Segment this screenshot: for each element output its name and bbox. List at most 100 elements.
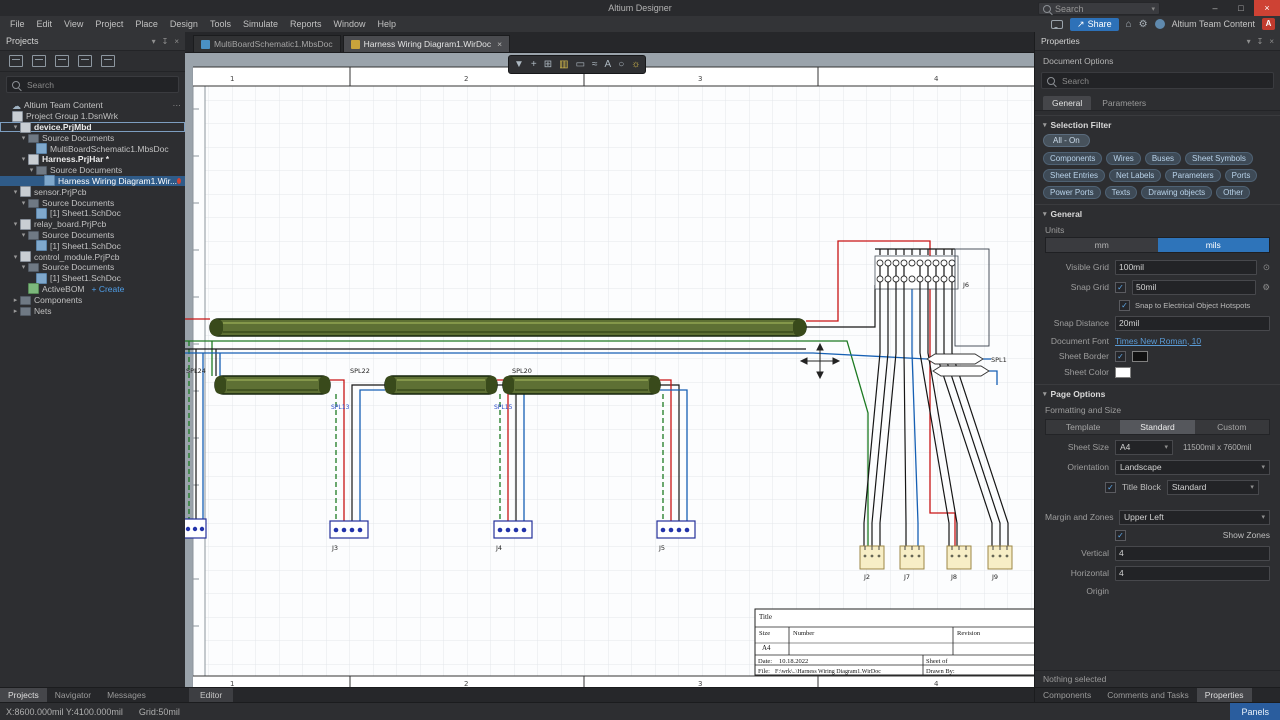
filter-buses[interactable]: Buses [1144, 152, 1182, 165]
panel-settings-icon[interactable] [101, 55, 115, 67]
format-tab-standard[interactable]: Standard [1120, 420, 1195, 434]
tree-item-source-documents[interactable]: ▾Source Documents [0, 165, 185, 176]
pin-icon[interactable]: ↧ [1256, 36, 1264, 46]
units-mils[interactable]: mils [1157, 238, 1269, 252]
sheet-border-color-swatch[interactable] [1132, 350, 1148, 362]
close-icon[interactable]: × [174, 36, 179, 46]
close-button[interactable]: × [1254, 0, 1280, 16]
expander-icon[interactable]: ▾ [13, 123, 18, 131]
filter-sheet-symbols[interactable]: Sheet Symbols [1185, 152, 1253, 165]
orientation-select[interactable]: Landscape ▾ [1115, 459, 1270, 475]
tree-item-source-documents[interactable]: ▾Source Documents [0, 197, 185, 208]
tree-item-harness-wiring-diagram[interactable]: Harness Wiring Diagram1.Wir... [0, 175, 185, 187]
harness-bundle-main[interactable] [209, 318, 807, 337]
filter-components[interactable]: Components [1043, 152, 1103, 165]
tree-item-altium-team-content[interactable]: ☁Altium Team Content··· [12, 100, 181, 111]
expander-icon[interactable]: ▾ [21, 156, 26, 164]
connector-j6[interactable]: J6 [874, 248, 990, 347]
visible-grid-input[interactable] [1115, 259, 1257, 275]
tree-item-project-group[interactable]: Project Group 1.DsnWrk [0, 110, 185, 122]
title-block[interactable]: Title Size A4 Number Revision Date: 10.1… [754, 608, 1035, 676]
refresh-icon[interactable] [55, 55, 69, 67]
show-zones-checkbox[interactable]: ✓ [1115, 529, 1126, 541]
account-label[interactable]: Altium Team Content [1171, 19, 1255, 29]
page-options-header[interactable]: ▾ Page Options [1035, 384, 1280, 402]
tree-item-sheet1-schdoc[interactable]: [1] Sheet1.SchDoc [0, 272, 185, 284]
expander-icon[interactable]: ▸ [13, 296, 18, 304]
highlight-icon[interactable]: ☼ [631, 59, 641, 70]
filter-icon[interactable]: ▼ [514, 59, 524, 70]
tree-item-harness-prjhar[interactable]: ▾Harness.PrjHar * [0, 153, 185, 165]
chevron-down-icon[interactable]: ▾ [1151, 5, 1155, 13]
connector-j7[interactable]: J7 [899, 545, 925, 581]
snap-grid-input[interactable] [1132, 279, 1257, 295]
chevron-down-icon[interactable]: ▾ [1246, 36, 1251, 46]
title-block-select[interactable]: Standard ▾ [1166, 479, 1259, 495]
expander-icon[interactable]: ▾ [21, 199, 26, 207]
tree-item-components[interactable]: ▸Components [0, 294, 185, 305]
general-section-header[interactable]: ▾ General [1035, 204, 1280, 222]
chevron-down-icon[interactable]: ▾ [151, 36, 156, 46]
menu-place[interactable]: Place [135, 19, 158, 29]
properties-search-input[interactable] [1060, 74, 1268, 87]
tab-messages[interactable]: Messages [107, 690, 146, 700]
text-icon[interactable]: A [604, 59, 612, 70]
move-icon[interactable]: + [530, 59, 537, 70]
tree-item-relay-board-prjpcb[interactable]: ▾relay_board.PrjPcb [0, 218, 185, 230]
grid-settings-icon[interactable]: ⚙ [1262, 281, 1270, 292]
expander-icon[interactable]: ▾ [13, 253, 18, 261]
home-icon[interactable]: ⌂ [1125, 18, 1132, 30]
filter-ports[interactable]: Ports [1224, 169, 1258, 182]
editor-mode-tab[interactable]: Editor [189, 688, 234, 703]
tree-item-nets[interactable]: ▸Nets [0, 305, 185, 316]
menu-simulate[interactable]: Simulate [242, 19, 278, 29]
minimize-button[interactable]: – [1212, 3, 1218, 13]
menu-project[interactable]: Project [95, 19, 124, 29]
snap-grid-checkbox[interactable]: ✓ [1115, 281, 1126, 293]
menu-tools[interactable]: Tools [209, 19, 231, 29]
maximize-button[interactable]: □ [1238, 3, 1244, 13]
panels-button[interactable]: Panels [1230, 703, 1280, 720]
expander-icon[interactable]: ▾ [21, 264, 26, 272]
tree-item-source-documents[interactable]: ▾Source Documents [0, 132, 185, 143]
filter-parameters[interactable]: Parameters [1165, 169, 1221, 182]
filter-other[interactable]: Other [1216, 186, 1251, 199]
menu-file[interactable]: File [10, 19, 25, 29]
connector-left-partial[interactable] [185, 518, 207, 539]
projects-search[interactable] [6, 76, 179, 93]
close-tab-icon[interactable]: × [497, 39, 503, 49]
tree-item-multiboardschematic[interactable]: MultiBoardSchematic1.MbsDoc [0, 143, 185, 155]
lasso-icon[interactable]: ○ [618, 59, 625, 70]
tab-navigator[interactable]: Navigator [54, 690, 92, 700]
close-icon[interactable]: × [1269, 36, 1274, 46]
visible-grid-eye-icon[interactable]: ⊙ [1262, 261, 1270, 272]
margin-zones-select[interactable]: Upper Left ▾ [1119, 509, 1270, 525]
expander-icon[interactable]: ▾ [29, 167, 34, 175]
filter-sheet-entries[interactable]: Sheet Entries [1043, 169, 1106, 182]
tree-item-activebom[interactable]: ActiveBOM+ Create [0, 283, 185, 295]
connector-j2[interactable]: J2 [859, 545, 885, 581]
account-avatar[interactable] [1154, 19, 1165, 29]
filter-wires[interactable]: Wires [1106, 152, 1141, 165]
menu-window[interactable]: Window [333, 19, 366, 29]
all-on-button[interactable]: All - On [1043, 134, 1090, 147]
splice-spl1[interactable]: SPL1 [926, 353, 1007, 377]
connector-j4[interactable]: J4 [493, 520, 533, 552]
expander-icon[interactable]: ▾ [21, 231, 26, 239]
open-folder-icon[interactable] [78, 55, 92, 67]
tree-item-sensor-prjpcb[interactable]: ▾sensor.PrjPcb [0, 186, 185, 198]
horizontal-input[interactable] [1115, 565, 1270, 581]
menu-help[interactable]: Help [377, 19, 397, 29]
tab-components[interactable]: Components [1043, 690, 1092, 700]
filter-power-ports[interactable]: Power Ports [1043, 186, 1101, 199]
schematic-canvas[interactable]: ▼ + ⊞ ▥ ▭ ≈ A ○ ☼ [185, 53, 1035, 687]
pin-icon[interactable]: ↧ [161, 36, 169, 46]
tab-parameters[interactable]: Parameters [1102, 98, 1147, 108]
sheet-border-checkbox[interactable]: ✓ [1115, 350, 1126, 362]
tab-properties[interactable]: Properties [1196, 688, 1252, 703]
menu-reports[interactable]: Reports [289, 19, 322, 29]
grid-icon[interactable]: ⊞ [543, 59, 553, 70]
global-search[interactable]: Search ▾ [1038, 2, 1160, 15]
tree-item-source-documents[interactable]: ▾Source Documents [0, 230, 185, 241]
projects-search-input[interactable] [25, 78, 173, 91]
